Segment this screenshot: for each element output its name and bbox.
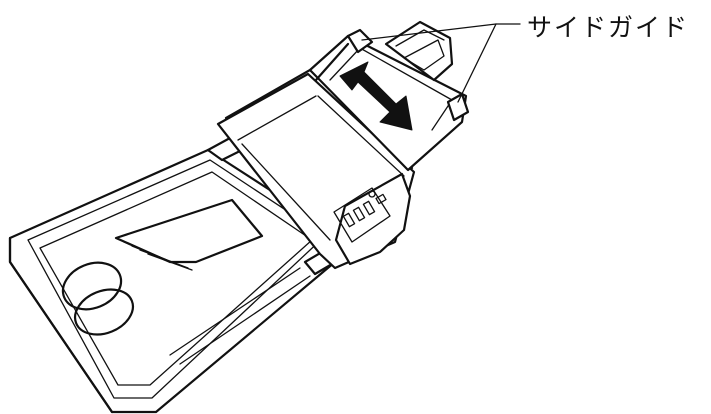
flatbed-base [8,148,337,414]
callout-leader-lines [361,23,521,103]
adjust-arrow [339,61,413,131]
brand-logo [61,261,135,336]
side-guide-right[interactable] [446,92,470,122]
paper-extension-tray [384,20,454,82]
scanner-body [216,68,416,270]
side-guide-label: サイドガイド [527,13,690,42]
document-holder [114,198,264,271]
side-guide-left[interactable] [346,28,374,54]
